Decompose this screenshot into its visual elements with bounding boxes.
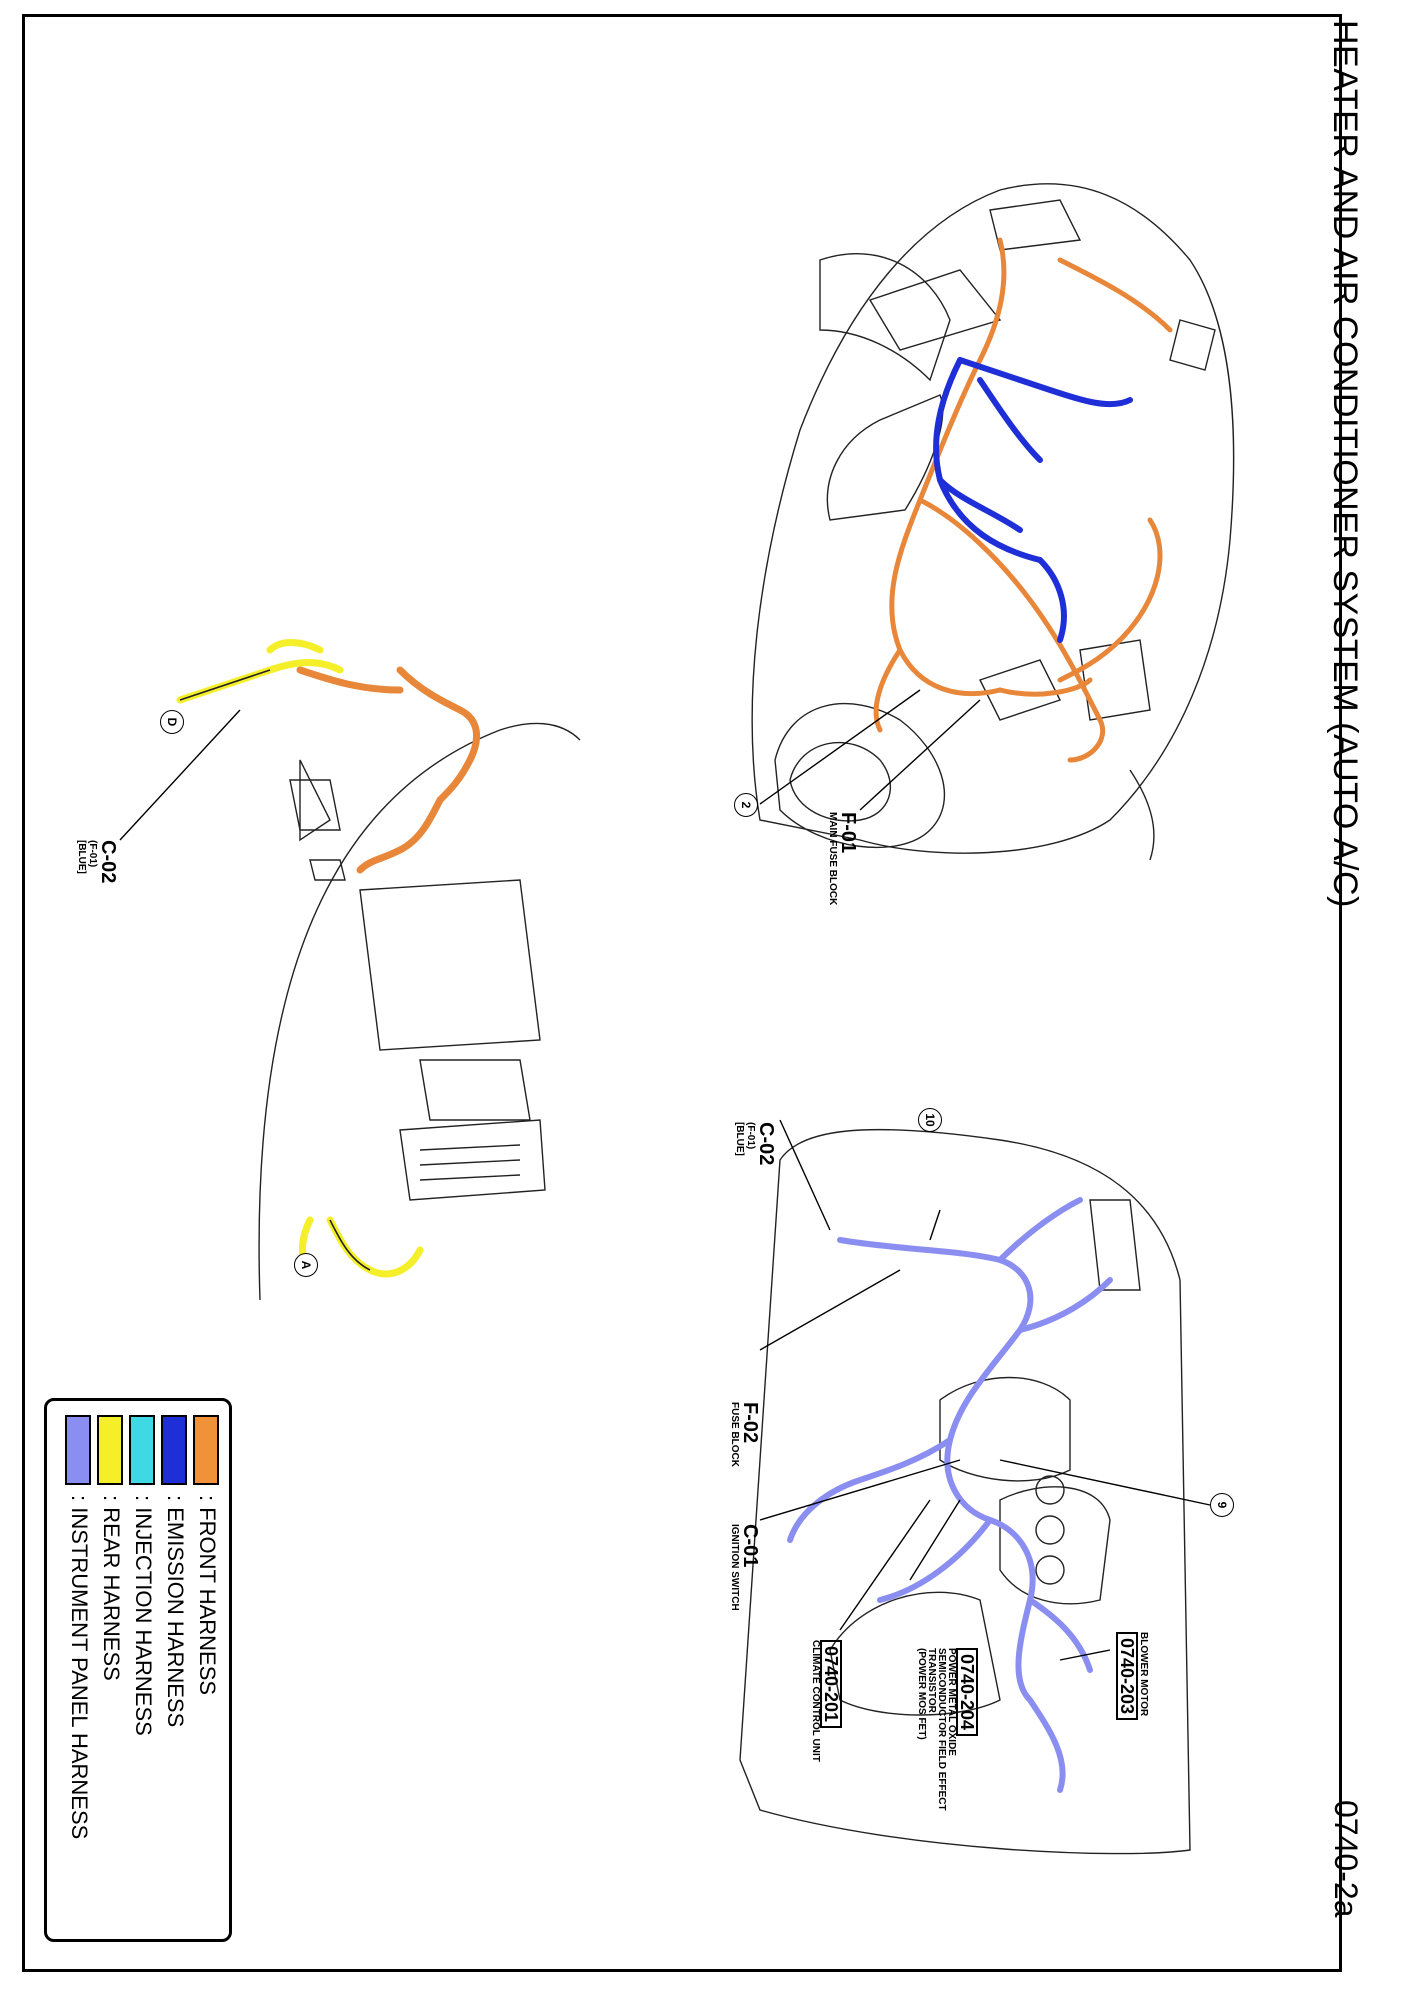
label-0740-203: BLOWER MOTOR 0740-203 [1116,1632,1149,1721]
label-c02-left: C-02 (F-01) [BLUE] [76,840,119,884]
r201-box: 0740-201 [820,1640,842,1729]
rear-harness-interior [176,639,424,1278]
callout-2-text: 2 [739,801,753,809]
legend-swatch-emission [161,1415,187,1485]
emission-harness-engine [933,357,1133,643]
label-0740-201: 0740-201 CLIMATE CONTROL UNIT [810,1640,842,1762]
r203-desc: BLOWER MOTOR [1138,1632,1149,1717]
callout-9-text: 9 [1215,1501,1229,1509]
f01-desc: MAIN FUSE BLOCK [827,812,838,906]
callout-A-text: A [299,1260,313,1270]
f02-desc: FUSE BLOCK [729,1402,740,1467]
legend-label-emission: : EMISSION HARNESS [163,1495,188,1728]
callout-D: D [160,710,184,734]
label-c02-right: C-02 (F-01) [BLUE] [734,1122,777,1166]
c02-left-sub2: [BLUE] [76,840,87,874]
legend-label-rear: : REAR HARNESS [99,1495,124,1681]
callout-10-text: 10 [923,1113,937,1127]
r204-desc1: POWER METAL OXIDE [946,1648,957,1756]
front-harness-interior [296,666,481,874]
r201-desc: CLIMATE CONTROL UNIT [810,1640,821,1762]
f02-code: F-02 [739,1402,761,1444]
callout-2: 2 [734,793,758,817]
r203-box: 0740-203 [1116,1632,1138,1721]
callout-A: A [294,1253,318,1277]
label-f02: F-02 FUSE BLOCK [729,1402,761,1467]
legend-label-injection: : INJECTION HARNESS [131,1495,156,1736]
legend-label-instrument-panel: : INSTRUMENT PANEL HARNESS [67,1495,92,1840]
c02-right-sub1: (F-01) [745,1122,756,1150]
r204-desc3: TRANSISTOR [926,1648,937,1713]
label-c01: C-01 IGNITION SWITCH [729,1524,761,1611]
callout-D-text: D [165,717,179,727]
f01-code: F-01 [837,812,859,854]
instrument-panel-harness [787,1197,1113,1793]
c01-desc: IGNITION SWITCH [729,1524,740,1611]
legend-swatch-rear [97,1415,123,1485]
c01-code: C-01 [739,1524,761,1568]
r204-desc2: SEMICONDUCTOR FIELD EFFECT [936,1648,947,1811]
label-0740-204: 0740-204 POWER METAL OXIDE SEMICONDUCTOR… [916,1648,978,1811]
r204-desc4: (POWER MOS FET) [916,1648,927,1740]
legend-item-emission-harness: : EMISSION HARNESS [161,1415,189,1925]
c02-right-code: C-02 [755,1122,777,1166]
front-harness-engine [873,237,1173,763]
leader-lines [119,689,1211,1661]
legend-item-front-harness: : FRONT HARNESS [193,1415,221,1925]
harness-legend: : FRONT HARNESS : EMISSION HARNESS : INJ… [44,1398,232,1942]
c02-left-code: C-02 [97,840,119,884]
callout-9: 9 [1210,1493,1234,1517]
legend-swatch-injection [129,1415,155,1485]
legend-swatch-instrument-panel [65,1415,91,1485]
legend-swatch-front [193,1415,219,1485]
callout-10: 10 [918,1108,942,1132]
legend-label-front: : FRONT HARNESS [195,1495,220,1696]
c02-left-sub1: (F-01) [87,840,98,868]
c02-right-sub2: [BLUE] [734,1122,745,1156]
legend-item-instrument-panel-harness: : INSTRUMENT PANEL HARNESS [65,1415,93,1925]
page-border [22,14,1342,1972]
stroke-outline-for-harnesses [179,669,371,1271]
r204-box: 0740-204 [956,1648,978,1737]
interior-floor-outline [258,722,581,1301]
legend-item-rear-harness: : REAR HARNESS [97,1415,125,1925]
legend-item-injection-harness: : INJECTION HARNESS [129,1415,157,1925]
label-f01: F-01 MAIN FUSE BLOCK [827,812,859,906]
